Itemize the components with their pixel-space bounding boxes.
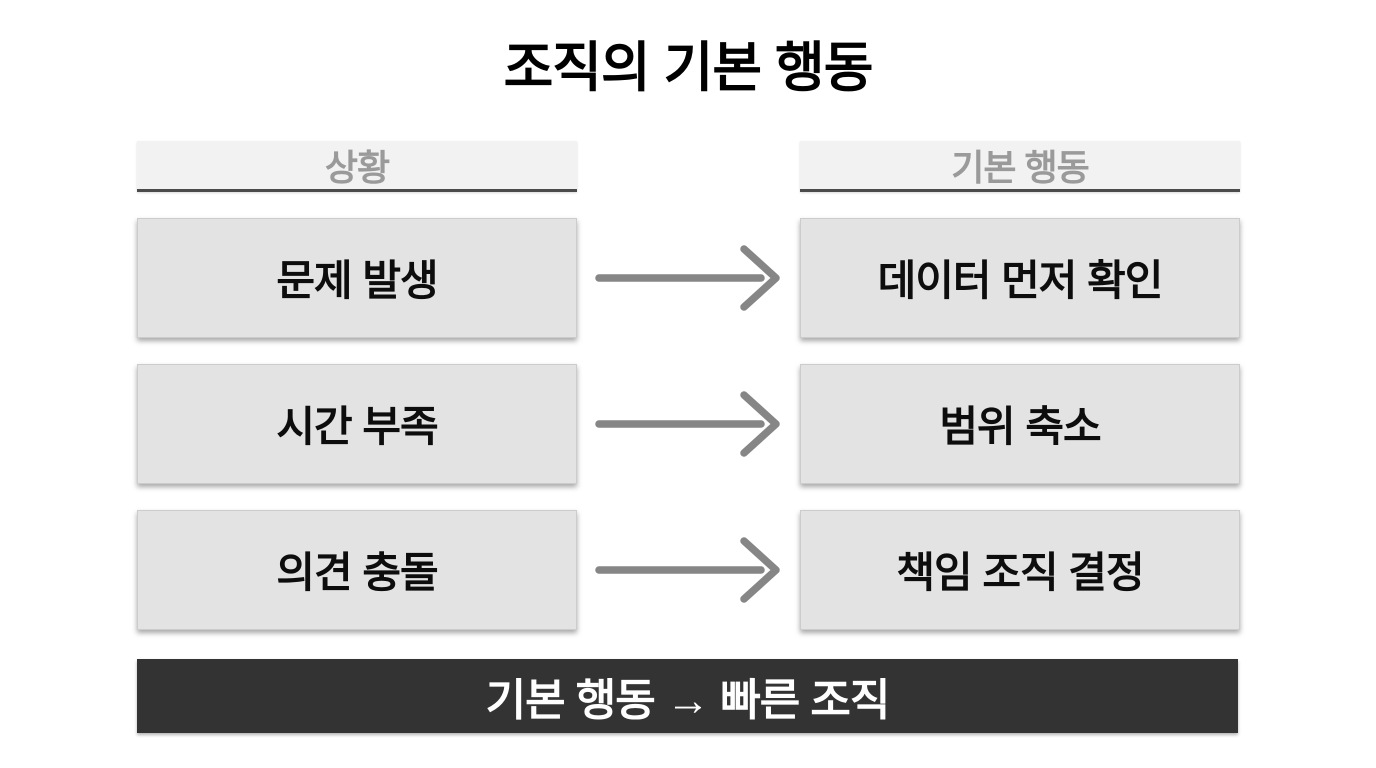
right-arrow-icon <box>595 245 780 311</box>
column-header-basic-action: 기본 행동 <box>800 140 1240 192</box>
mapping-row: 시간 부족 범위 축소 <box>137 363 1240 484</box>
column-header-situation: 상황 <box>137 140 577 192</box>
situation-box: 시간 부족 <box>137 363 577 484</box>
page-title: 조직의 기본 행동 <box>503 38 874 98</box>
action-box: 데이터 먼저 확인 <box>800 217 1240 338</box>
mapping-diagram: 상황 기본 행동 문제 발생 데이터 먼저 확인 <box>137 140 1240 630</box>
mapping-row: 의견 충돌 책임 조직 결정 <box>137 509 1240 630</box>
situation-box: 문제 발생 <box>137 217 577 338</box>
action-box: 범위 축소 <box>800 363 1240 484</box>
right-arrow-icon <box>595 537 780 603</box>
header-row: 상황 기본 행동 <box>137 140 1240 192</box>
header-gap <box>577 141 800 192</box>
right-arrow-icon <box>595 391 780 457</box>
mapping-row: 문제 발생 데이터 먼저 확인 <box>137 217 1240 338</box>
summary-banner: 기본 행동 → 빠른 조직 <box>137 658 1238 733</box>
action-box: 책임 조직 결정 <box>800 509 1240 630</box>
situation-box: 의견 충돌 <box>137 509 577 630</box>
